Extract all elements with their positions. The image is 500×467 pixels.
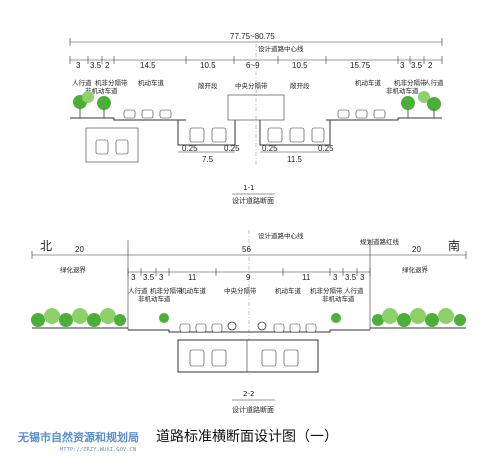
s2-greenbelt-right: 绿化退界 xyxy=(402,265,429,274)
s2-label-divider-left: 机非分隔带 xyxy=(150,286,183,295)
s1-label-divider-left: 机非分隔带 xyxy=(95,78,128,87)
s2-tunnel-vehicles xyxy=(189,349,299,367)
s1-centerline-label: 设计道路中心线 xyxy=(258,44,304,53)
s1-subdim-left-0: 0.25 xyxy=(182,144,198,153)
s1-dim-10: 2 xyxy=(428,61,433,70)
s1-label-open-left: 敞开段 xyxy=(198,81,218,90)
s1-total-width: 77.75~80.75 xyxy=(230,32,275,41)
s2-north: 北 xyxy=(40,239,52,253)
s1-dim-3: 14.5 xyxy=(140,61,156,70)
s1-dim-5: 6~9 xyxy=(246,61,260,70)
s1-label-lane-right: 机动车道 xyxy=(355,78,382,87)
s1-label-lane-left: 机动车道 xyxy=(138,78,165,87)
s2-dim-ticks xyxy=(127,268,371,276)
s1-subdim-right-0: 0.25 xyxy=(262,144,278,153)
s2-dim-4: 9 xyxy=(246,273,251,282)
s1-trench-vehicles xyxy=(189,127,325,143)
s2-caption: 设计道路断面 xyxy=(232,405,274,414)
s2-greenbelt-right-dim: 20 xyxy=(412,245,421,254)
s1-cars-right xyxy=(337,109,386,119)
s1-label-bike-right: 非机动车道 xyxy=(386,86,419,95)
section-2: 北 南 设计道路中心线 规划道路红线 20 56 20 绿化退界 绿化退界 3 xyxy=(31,230,467,414)
s2-dim-5: 11 xyxy=(302,273,311,282)
s2-label-divider-right: 机非分隔带 xyxy=(310,286,343,295)
s1-label-open-right: 敞开段 xyxy=(290,81,310,90)
s1-label-sidewalk-left: 人行道 xyxy=(72,78,92,87)
s2-greenbelt-left-dim: 20 xyxy=(75,245,84,254)
s1-trees-left xyxy=(73,91,111,118)
s1-dim-8: 3 xyxy=(400,61,405,70)
footer: 无锡市自然资源和规划局 HTTP://ZRZY.WUXI.GOV.CN 道路标准… xyxy=(17,429,338,453)
s1-caption: 设计道路断面 xyxy=(232,196,274,205)
s2-dim-2: 3 xyxy=(159,273,164,282)
s1-subdim-right-1: 11.5 xyxy=(287,155,303,164)
s1-label-sidewalk-right: 人行道 xyxy=(424,78,444,87)
s1-trees-right xyxy=(401,91,441,118)
s1-label-divider-right: 机非分隔带 xyxy=(394,78,427,87)
s2-label-lane-left: 机动车道 xyxy=(180,286,207,295)
s1-dim-2: 2 xyxy=(105,61,110,70)
s1-dim-9: 3.5 xyxy=(411,61,423,70)
s2-greenbelt-left-plants xyxy=(31,308,126,327)
s2-label-bike-left: 非机动车道 xyxy=(138,294,171,303)
section-1: 77.75~80.75 设计道路中心线 3 3.5 2 14.5 10.5 6~… xyxy=(69,32,444,205)
watermark-url: HTTP://ZRZY.WUXI.GOV.CN xyxy=(60,447,136,453)
s2-centerline-label: 设计道路中心线 xyxy=(258,231,304,240)
s2-red-line-label: 规划道路红线 xyxy=(360,237,400,246)
s2-south: 南 xyxy=(448,238,460,253)
s1-label-bike-left: 非机动车道 xyxy=(85,86,118,95)
s1-number: 1-1 xyxy=(243,184,254,192)
s1-subdim-right-2: 0.25 xyxy=(318,144,334,153)
s1-dim-7: 15.75 xyxy=(350,61,371,70)
watermark-text: 无锡市自然资源和规划局 xyxy=(17,430,139,444)
s2-dim-0: 3 xyxy=(131,273,136,282)
s1-dim-ticks xyxy=(69,56,443,64)
s1-dim-0: 3 xyxy=(76,61,81,70)
s2-dim-8: 3 xyxy=(360,273,365,282)
s2-dim-3: 11 xyxy=(188,273,197,282)
s2-label-median: 中央分隔带 xyxy=(224,286,257,295)
s1-subdim-left-1: 7.5 xyxy=(202,155,214,164)
drawing-title: 道路标准横断面设计图（一） xyxy=(156,429,338,445)
s2-label-sidewalk-right: 人行道 xyxy=(344,286,364,295)
s1-dim-6: 10.5 xyxy=(292,61,308,70)
s2-label-bike-right: 非机动车道 xyxy=(322,294,355,303)
s2-greenbelt-left: 绿化退界 xyxy=(60,265,87,274)
s1-dim-4: 10.5 xyxy=(200,61,216,70)
s1-dim-1: 3.5 xyxy=(90,61,102,70)
s2-greenbelt-right-plants xyxy=(372,308,466,327)
s2-dim-7: 3.5 xyxy=(345,273,357,282)
s2-label-sidewalk-left: 人行道 xyxy=(128,286,148,295)
s1-tunnel-inset xyxy=(85,127,139,163)
s1-subdim-left-2: 0.25 xyxy=(224,144,240,153)
s1-label-median: 中央分隔带 xyxy=(235,81,268,90)
s2-total-width: 56 xyxy=(242,245,251,254)
s1-cars-left xyxy=(123,109,172,119)
s2-dim-1: 3.5 xyxy=(143,273,155,282)
s2-dim-6: 3 xyxy=(333,273,338,282)
s2-number: 2-2 xyxy=(243,390,254,398)
s2-label-lane-right: 机动车道 xyxy=(275,286,302,295)
s2-cars xyxy=(179,321,317,333)
